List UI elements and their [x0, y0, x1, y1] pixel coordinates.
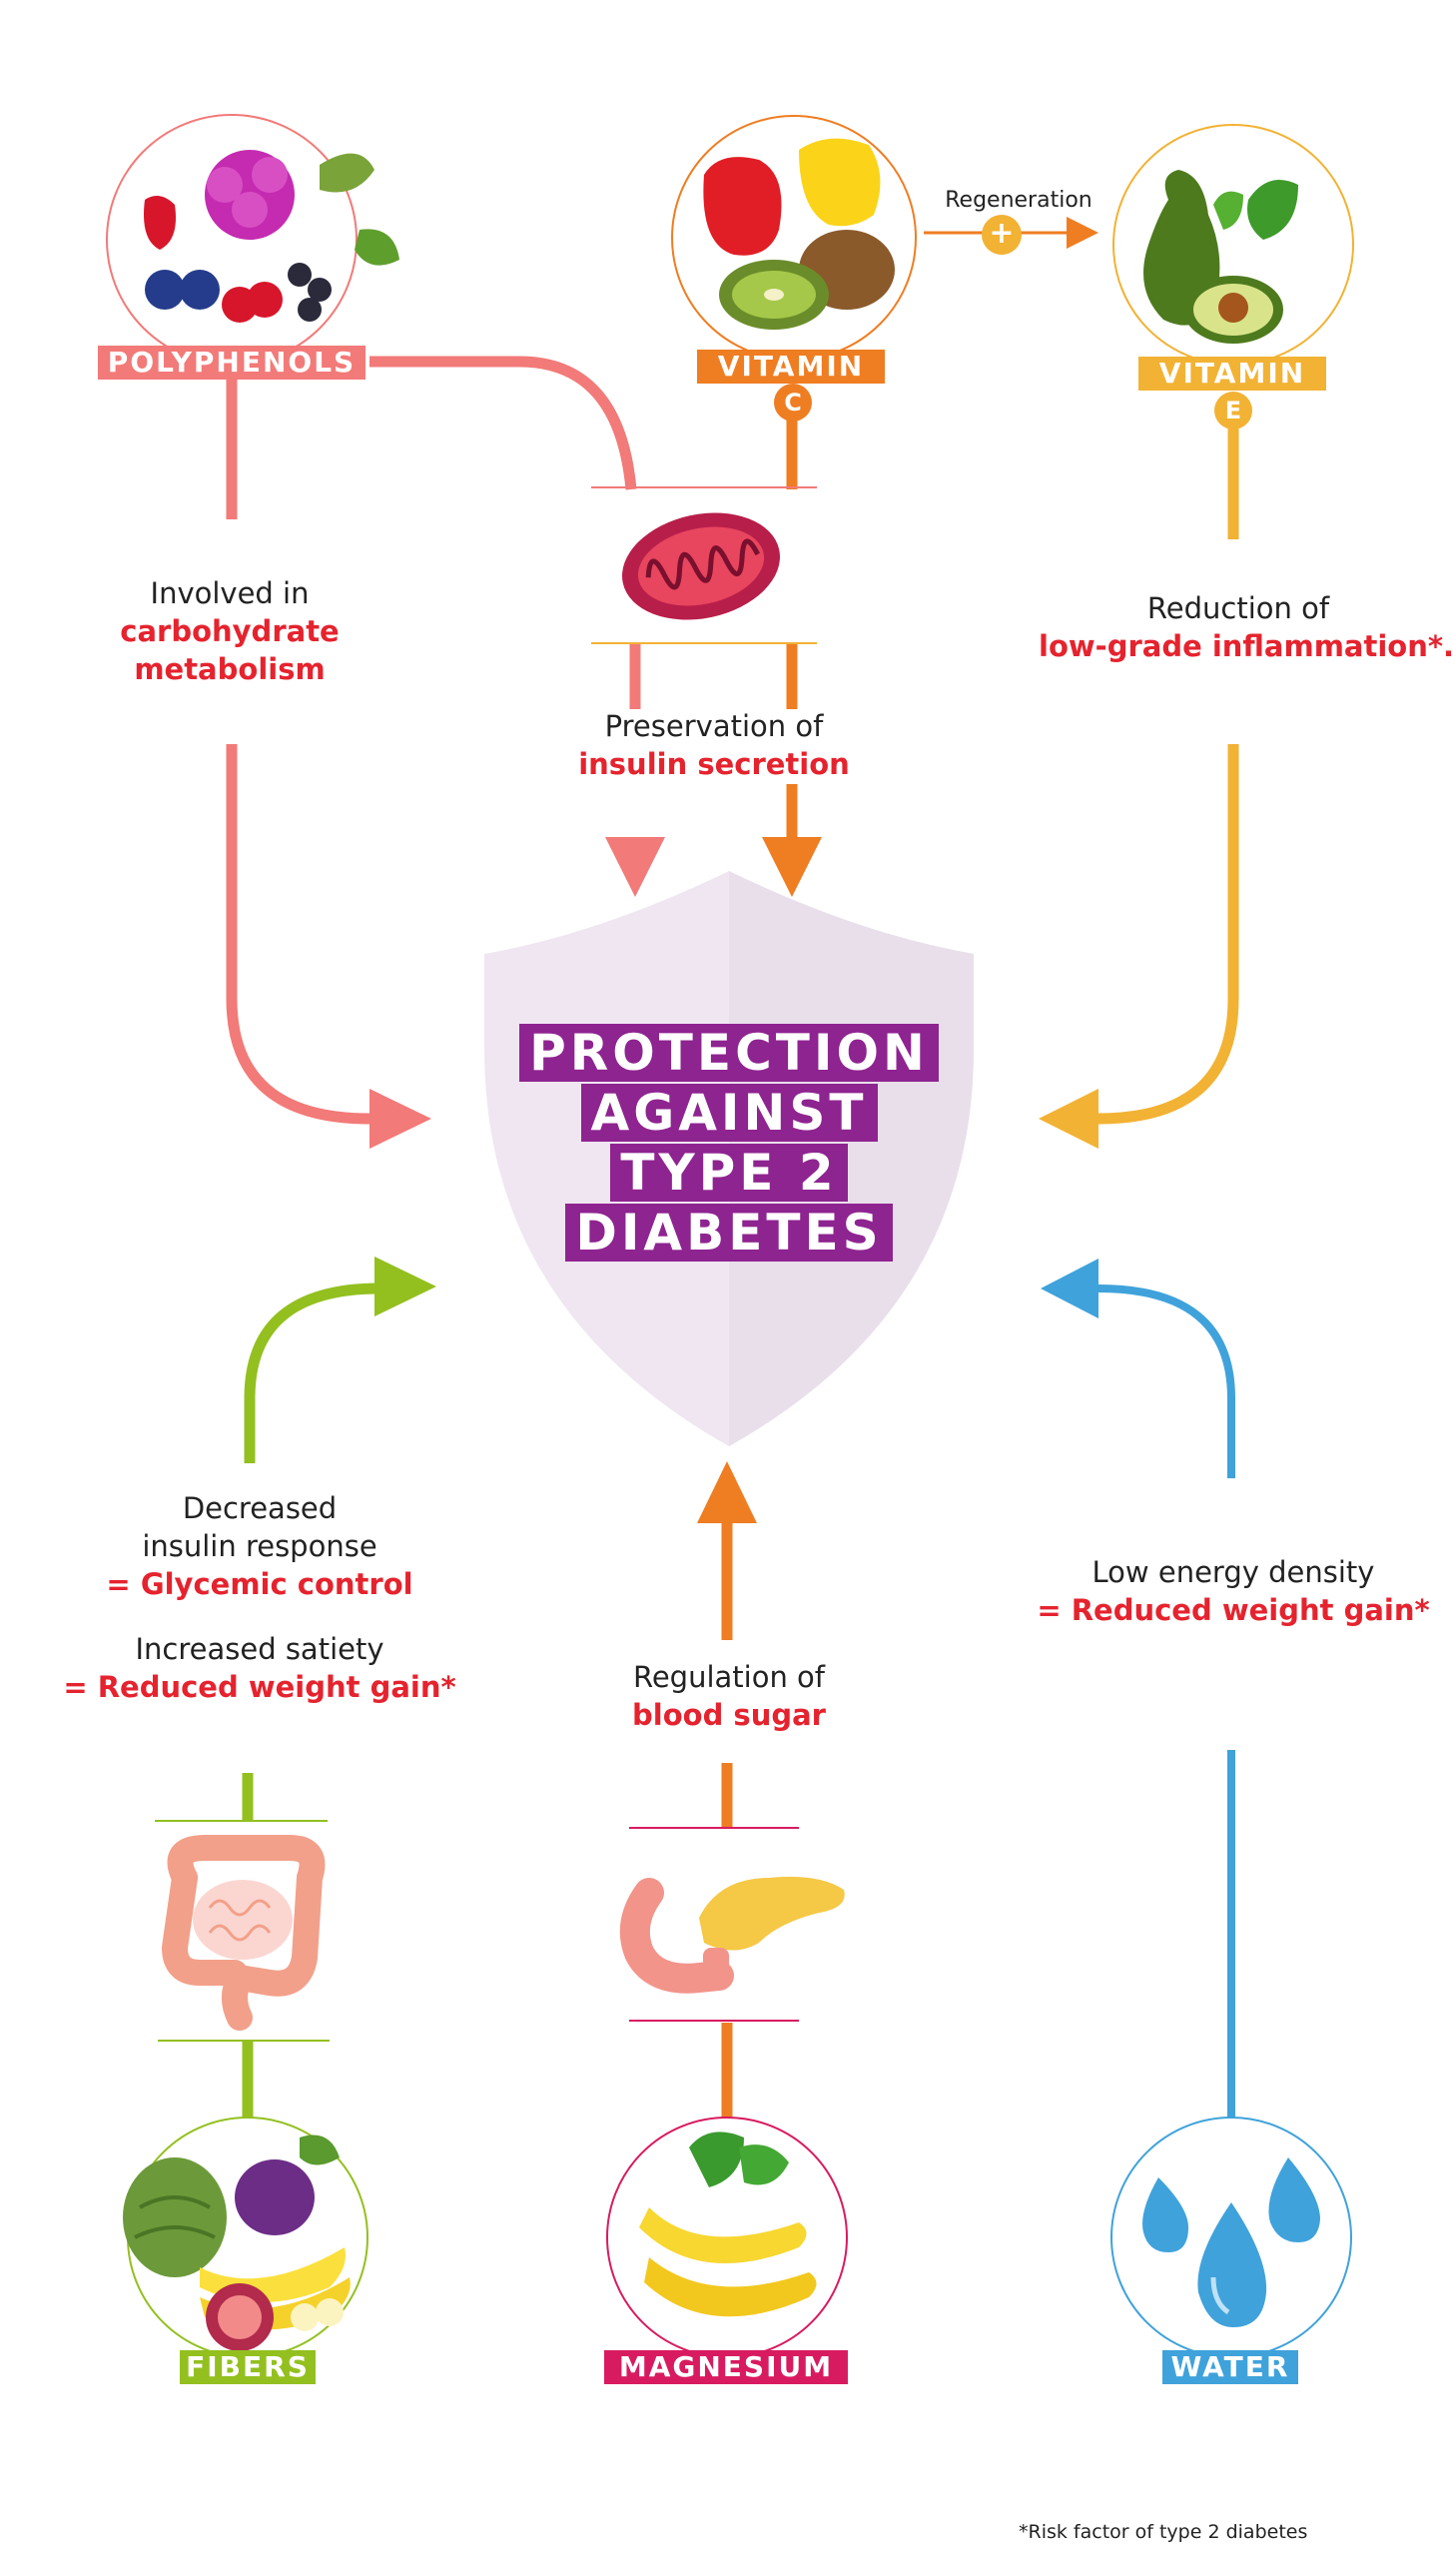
fibers-food-icon — [123, 2117, 368, 2358]
fibers-effect-satiety: Increased satiety = Reduced weight gain* — [40, 1630, 479, 1706]
insulin-effect: Preservation of insulin secretion — [559, 707, 869, 783]
fibers-effect-glycemic-line3: = Glycemic control — [106, 1567, 413, 1601]
polyphenols-effect: Involved in carbohydrate metabolism — [60, 574, 399, 688]
footnote: *Risk factor of type 2 diabetes — [1019, 2521, 1308, 2543]
vitamin-e-badge: E — [1214, 392, 1252, 429]
vitamin-e-arrowhead-shield — [1039, 1089, 1098, 1149]
insulin-effect-line1: Preservation of — [604, 709, 824, 743]
vitamin-e-effect-line2: low-grade inflammation*. — [1039, 629, 1455, 663]
fibers-effect-glycemic-line2: insulin response — [142, 1529, 377, 1563]
fibers-effect-glycemic: Decreased insulin response = Glycemic co… — [60, 1489, 459, 1603]
water-food-icon — [1110, 2117, 1352, 2358]
water-label: WATER — [1162, 2350, 1298, 2384]
regeneration-link — [924, 215, 1098, 255]
vitamin-e-effect: Reduction of low-grade inflammation*. — [1039, 589, 1455, 665]
water-connectors — [1089, 1284, 1235, 2118]
magnesium-arrowhead-shield — [697, 1461, 757, 1523]
regeneration-label: Regeneration — [945, 188, 1092, 213]
vitamin-e-food-icon — [1112, 124, 1354, 366]
vitamin-e-label: VITAMIN — [1138, 357, 1326, 391]
vitamin-e-connectors — [1089, 425, 1239, 1125]
vitamin-e-effect-line1: Reduction of — [1146, 591, 1330, 625]
vitamin-c-food-icon — [671, 115, 917, 361]
shield-title: PROTECTION AGAINST TYPE 2 DIABETES — [489, 1024, 969, 1264]
water-effect-line1: Low energy density — [1092, 1555, 1375, 1589]
fibers-effect-satiety-line1: Increased satiety — [135, 1632, 384, 1666]
polyphenols-effect-line1: Involved in — [150, 576, 310, 610]
polyphenols-arrowhead-down — [605, 837, 665, 897]
polyphenols-connectors — [226, 356, 641, 1125]
fibers-effect-glycemic-line1: Decreased — [182, 1491, 338, 1525]
water-effect: Low energy density = Reduced weight gain… — [1029, 1553, 1438, 1629]
regeneration-plus-icon: + — [989, 216, 1015, 251]
fibers-effect-satiety-line2: = Reduced weight gain* — [63, 1670, 456, 1704]
insulin-effect-line2: insulin secretion — [578, 747, 850, 781]
polyphenols-food-icon — [106, 114, 399, 366]
shield-title-line2: AGAINST — [580, 1084, 878, 1142]
fibers-arrowhead-shield — [374, 1257, 436, 1316]
mitochondrion-icon — [591, 486, 817, 644]
pancreas-icon — [619, 1876, 845, 1994]
shield-title-line3: TYPE 2 — [610, 1144, 848, 1202]
polyphenols-effect-line2: carbohydrate — [120, 614, 340, 648]
magnesium-label: MAGNESIUM — [604, 2350, 848, 2384]
magnesium-effect: Regulation of blood sugar — [579, 1658, 879, 1734]
shield-title-line4: DIABETES — [565, 1204, 893, 1262]
fibers-connectors — [242, 1282, 389, 2118]
vitamin-c-label: VITAMIN — [697, 350, 885, 384]
water-arrowhead-shield — [1041, 1259, 1098, 1318]
magnesium-effect-line1: Regulation of — [632, 1660, 826, 1694]
polyphenols-label: POLYPHENOLS — [98, 346, 365, 380]
magnesium-effect-line2: blood sugar — [632, 1698, 826, 1732]
shield-title-line1: PROTECTION — [519, 1024, 939, 1082]
fibers-label: FIBERS — [180, 2350, 316, 2384]
water-effect-line2: = Reduced weight gain* — [1037, 1593, 1430, 1627]
polyphenols-effect-line3: metabolism — [134, 652, 326, 686]
intestine-icon — [161, 1835, 326, 2031]
vitamin-c-badge: C — [774, 384, 812, 422]
magnesium-food-icon — [606, 2117, 848, 2358]
vitamin-c-arrowhead-down — [762, 837, 822, 897]
polyphenols-arrowhead-shield — [369, 1089, 431, 1149]
